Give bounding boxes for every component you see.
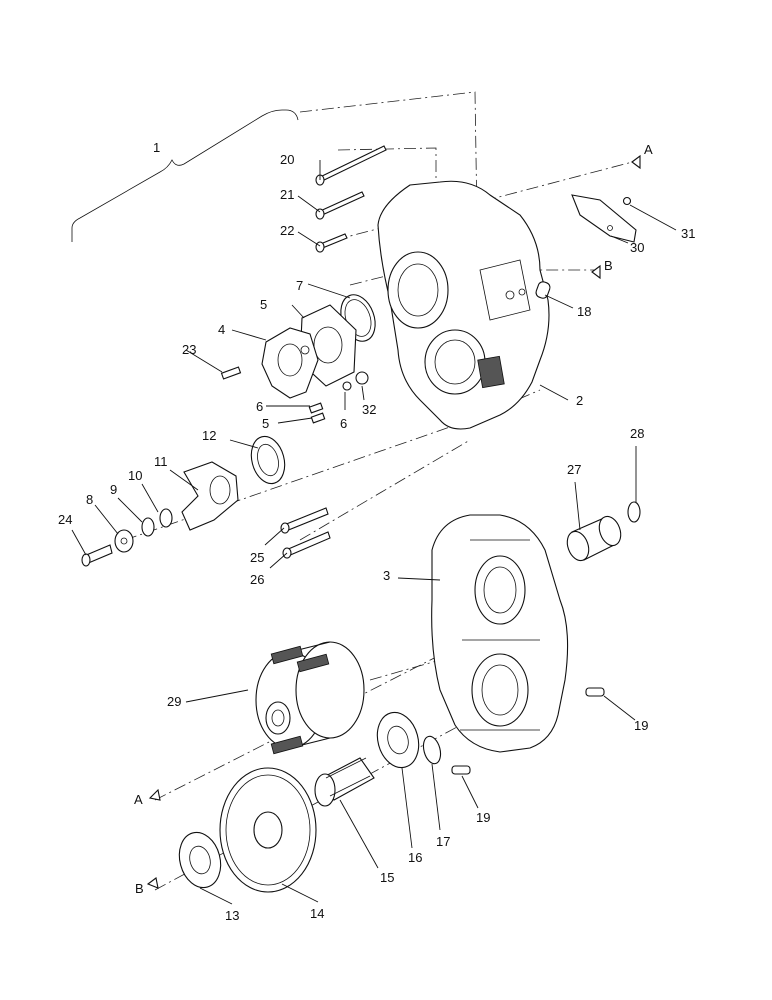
seal-12 <box>250 435 286 485</box>
callout-5a: 5 <box>260 297 267 312</box>
sleeve-27 <box>566 515 622 562</box>
callout-6b: 6 <box>340 416 347 431</box>
snap-ring-17 <box>422 735 442 765</box>
small-screws <box>220 366 369 424</box>
callout-19a: 19 <box>634 718 648 733</box>
callout-16: 16 <box>408 850 422 865</box>
callout-28: 28 <box>630 426 644 441</box>
reference-arrows <box>146 154 641 889</box>
rear-housing <box>431 514 569 753</box>
callout-29: 29 <box>167 694 181 709</box>
callout-7: 7 <box>296 278 303 293</box>
callout-15: 15 <box>380 870 394 885</box>
callout-10: 10 <box>128 468 142 483</box>
callout-14: 14 <box>310 906 324 921</box>
clutch-pack-29 <box>255 641 365 755</box>
snap-ring-28 <box>627 501 641 523</box>
yoke-11 <box>181 461 239 531</box>
gear-14 <box>219 767 317 893</box>
marker-a-bottom: A <box>134 792 143 807</box>
callout-32: 32 <box>362 402 376 417</box>
callout-12: 12 <box>202 428 216 443</box>
callout-5b: 5 <box>262 416 269 431</box>
callout-9: 9 <box>110 482 117 497</box>
callout-11: 11 <box>154 454 168 469</box>
bolt-31 <box>622 196 632 206</box>
callout-30: 30 <box>630 240 644 255</box>
callout-24: 24 <box>58 512 72 527</box>
reference-marker-labels: A B A B <box>134 142 653 896</box>
callout-25: 25 <box>250 550 264 565</box>
callout-2: 2 <box>576 393 583 408</box>
callout-26: 26 <box>250 572 264 587</box>
callout-19b: 19 <box>476 810 490 825</box>
washer-9 <box>141 517 155 537</box>
bracket-30 <box>571 194 637 243</box>
callout-8: 8 <box>86 492 93 507</box>
dowel-pin-19a <box>585 687 605 697</box>
marker-b-bottom: B <box>135 881 144 896</box>
callout-31: 31 <box>681 226 695 241</box>
front-housing <box>377 180 550 430</box>
callout-17: 17 <box>436 834 450 849</box>
leader-lines <box>71 160 677 905</box>
callout-27: 27 <box>567 462 581 477</box>
pump-body-4 <box>261 327 319 399</box>
callout-3: 3 <box>383 568 390 583</box>
bracket-hole <box>607 225 613 231</box>
dowel-pin-19b <box>451 765 471 775</box>
washer-8 <box>114 529 134 553</box>
marker-a-top: A <box>644 142 653 157</box>
bearing-16 <box>376 711 420 769</box>
assembly-bracket <box>71 109 299 242</box>
plug-18 <box>535 281 551 299</box>
marker-b-top: B <box>604 258 613 273</box>
bolts-20-22 <box>315 145 387 253</box>
callout-20: 20 <box>280 152 294 167</box>
callout-labels: 1 2 3 4 5 5 6 6 7 8 9 10 11 12 13 14 15 … <box>58 140 695 923</box>
callout-18: 18 <box>577 304 591 319</box>
o-ring-10 <box>159 508 173 528</box>
callout-13: 13 <box>225 908 239 923</box>
callout-23: 23 <box>182 342 196 357</box>
callout-1: 1 <box>153 140 160 155</box>
callout-21: 21 <box>280 187 294 202</box>
callout-4: 4 <box>218 322 225 337</box>
bearing-13 <box>178 831 222 889</box>
callout-22: 22 <box>280 223 294 238</box>
callout-6a: 6 <box>256 399 263 414</box>
